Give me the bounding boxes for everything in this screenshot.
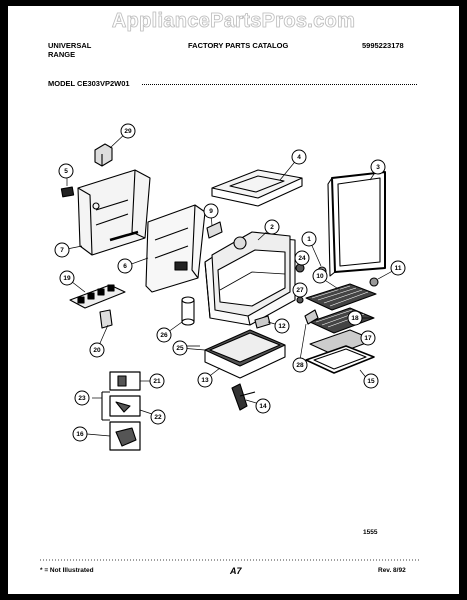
callout-23: 23 bbox=[78, 395, 86, 402]
broiler-drawer-part-13 bbox=[204, 329, 286, 379]
callout-13: 13 bbox=[201, 377, 209, 384]
callout-10: 10 bbox=[316, 273, 324, 280]
callout-22: 22 bbox=[154, 414, 162, 421]
callout-28: 28 bbox=[296, 362, 304, 369]
callout-12: 12 bbox=[278, 323, 286, 330]
brand-line-2: RANGE bbox=[48, 50, 76, 59]
legend-note: * = Not Illustrated bbox=[40, 567, 94, 574]
callout-26: 26 bbox=[160, 332, 168, 339]
callout-16: 16 bbox=[76, 431, 84, 438]
callout-4: 4 bbox=[297, 154, 301, 161]
bracket-part-9 bbox=[206, 221, 223, 239]
callout-17: 17 bbox=[364, 335, 372, 342]
oven-top-part-4 bbox=[211, 169, 303, 207]
callout-7: 7 bbox=[60, 247, 64, 254]
part-28 bbox=[304, 309, 319, 325]
catalog-title: FACTORY PARTS CATALOG bbox=[188, 41, 289, 50]
part-12 bbox=[254, 315, 271, 329]
callout-11: 11 bbox=[395, 265, 402, 272]
callout-1: 1 bbox=[307, 236, 311, 243]
oven-rack-part-10 bbox=[305, 283, 377, 311]
burner-bracket-part-19 bbox=[69, 284, 126, 329]
watermark-text: AppliancePartsPros.com bbox=[111, 10, 356, 33]
broiler-grid-part-15 bbox=[305, 345, 375, 374]
page-number: A7 bbox=[229, 566, 242, 576]
callout-3: 3 bbox=[376, 164, 380, 171]
callout-25: 25 bbox=[176, 345, 184, 352]
catalog-number: 5995223178 bbox=[362, 41, 404, 50]
oven-cavity-part-2 bbox=[204, 231, 296, 326]
oven-rack-part-18 bbox=[309, 307, 375, 334]
leveler-part-14 bbox=[231, 383, 256, 411]
callout-29: 29 bbox=[124, 128, 132, 135]
callout-5: 5 bbox=[64, 168, 68, 175]
callout-24: 24 bbox=[298, 255, 306, 262]
callout-21: 21 bbox=[153, 378, 161, 385]
door-frame-part-3 bbox=[327, 171, 386, 277]
callout-18: 18 bbox=[351, 315, 359, 322]
callout-15: 15 bbox=[367, 378, 375, 385]
brand-line-1: UNIVERSAL bbox=[48, 41, 92, 50]
cylinder-part-26 bbox=[181, 296, 195, 326]
callout-19: 19 bbox=[63, 275, 71, 282]
callout-20: 20 bbox=[93, 347, 101, 354]
callout-2: 2 bbox=[270, 224, 274, 231]
side-panel-part-7 bbox=[77, 169, 151, 256]
model-leader-line bbox=[142, 84, 417, 85]
clip-part-5 bbox=[60, 186, 75, 198]
callout-27: 27 bbox=[296, 287, 304, 294]
callout-14: 14 bbox=[259, 403, 267, 410]
back-panel-part-6 bbox=[145, 204, 206, 293]
callout-6: 6 bbox=[123, 263, 127, 270]
revision-note: Rev. 8/92 bbox=[378, 567, 406, 574]
callout-9: 9 bbox=[209, 208, 213, 215]
screw-part-11 bbox=[369, 277, 379, 287]
bracket-part-29 bbox=[94, 143, 113, 167]
model-label: MODEL CE303VP2W01 bbox=[48, 79, 130, 88]
diagram-code: 1555 bbox=[363, 529, 378, 536]
